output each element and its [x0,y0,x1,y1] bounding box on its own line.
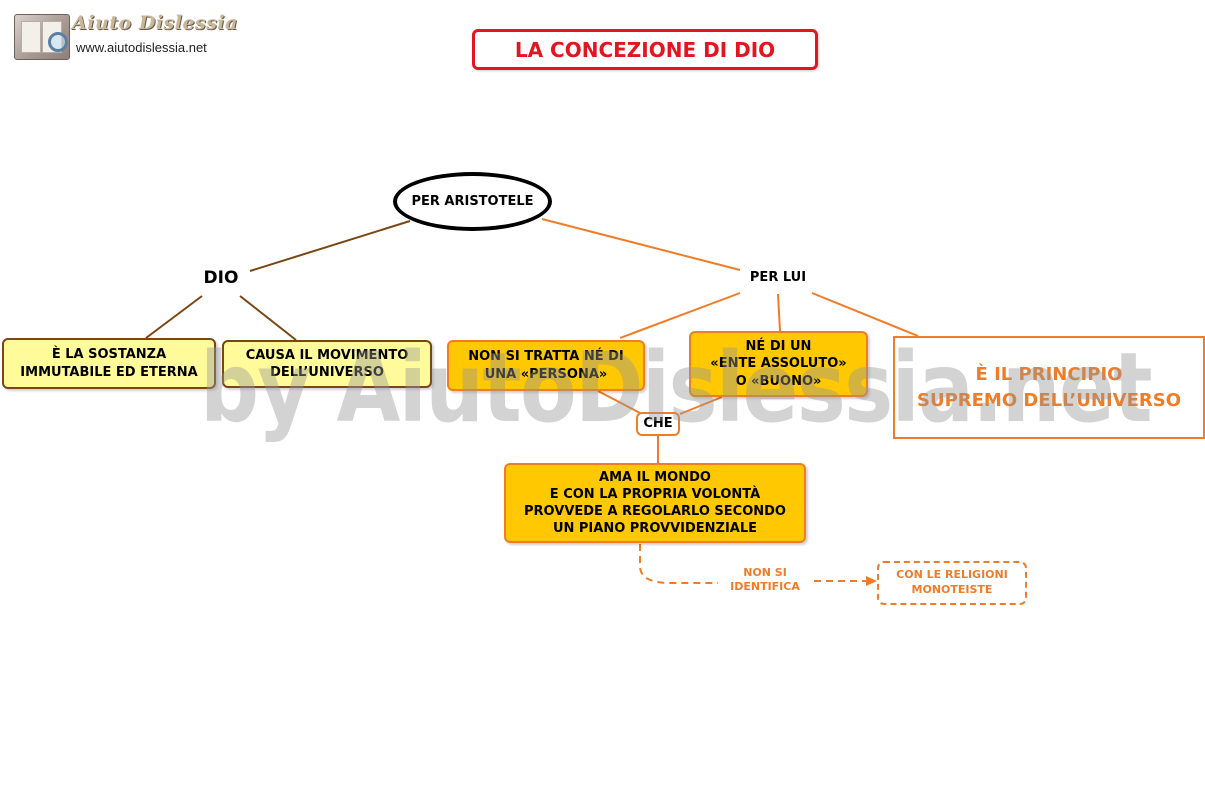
line-dio-sostanza [145,295,203,339]
node-principio: È IL PRINCIPIO SUPREMO DELL’UNIVERSO [893,336,1205,439]
node-che: CHE [636,412,680,436]
label-non-si-identifica: NON SI IDENTIFICA [730,566,800,594]
node-ama: AMA IL MONDO E CON LA PROPRIA VOLONTÀ PR… [504,463,806,543]
logo-url: www.aiutodislessia.net [76,40,207,55]
line-perlui-principio [811,292,919,337]
node-ente: NÉ DI UN «ENTE ASSOLUTO» O «BUONO» [689,331,868,397]
line-root-perlui [541,218,741,271]
line-perlui-persona [619,292,741,339]
line-root-dio [249,220,411,272]
node-dio: DIO [203,268,239,288]
node-sostanza: È LA SOSTANZA IMMUTABILE ED ETERNA [2,338,216,389]
node-religioni: CON LE RELIGIONI MONOTEISTE [877,561,1027,605]
dashed-arrow-nonsi [639,544,718,584]
aiutodislessia-logo: Aiuto Dislessia www.aiutodislessia.net [14,12,237,62]
line-ente-che [679,396,723,415]
line-persona-che [597,390,641,414]
arrow-head-icon [866,576,877,586]
magnifier-icon [48,32,68,52]
node-per-lui: PER LUI [749,270,807,285]
node-root: PER ARISTOTELE [393,172,552,231]
line-dio-movimento [239,295,297,341]
line-perlui-ente [777,293,781,332]
node-movimento: CAUSA IL MOVIMENTO DELL’UNIVERSO [222,340,432,388]
logo-name: Aiuto Dislessia [72,12,238,34]
page-title: LA CONCEZIONE DI DIO [472,29,818,70]
node-persona: NON SI TRATTA NÉ DI UNA «PERSONA» [447,340,645,391]
book-icon [14,14,70,60]
